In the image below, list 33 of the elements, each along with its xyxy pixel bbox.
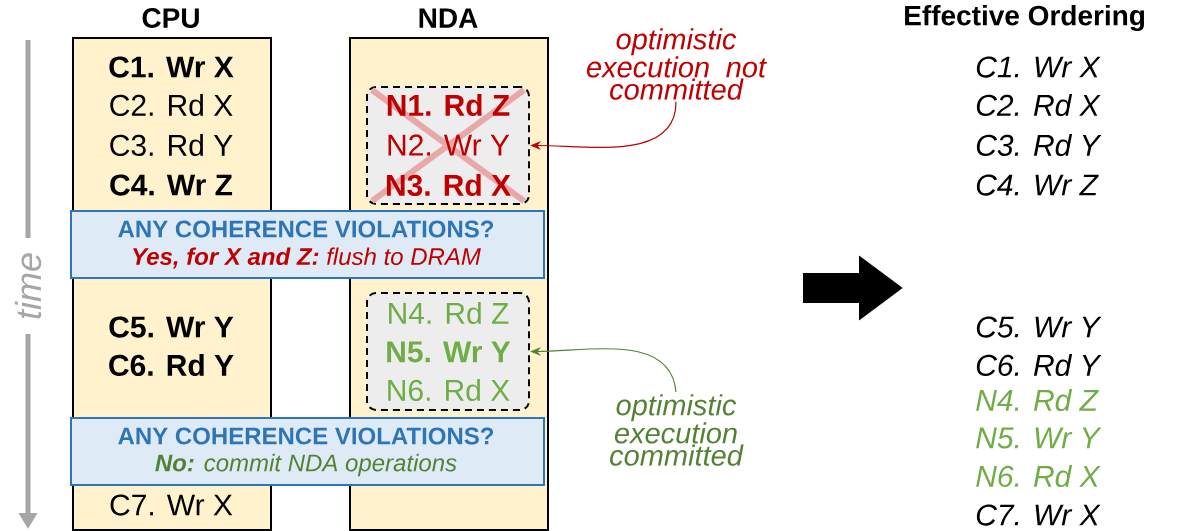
ordering-entry: C2. Rd X [976,94,1101,117]
band-note: No: commit NDA operations [155,453,457,477]
operation-label: C1. Wr X [109,56,234,78]
operation-label: C4. Wr Z [110,174,233,196]
operation-label: C3. Rd Y [110,134,233,157]
axis-label: time [14,253,42,319]
operation-label: N3. Rd X [386,173,511,197]
operation-label: N6. Rd X [388,379,510,402]
annotation-text: optimistic execution committed [610,394,744,466]
operation-label: C2. Rd X [110,94,233,117]
annotation-text: optimistic execution not committed [586,28,767,100]
ordering-entry: C5. Wr Y [976,316,1102,338]
ordering-entry: N4. Rd Z [976,389,1099,412]
band-heading: ANY COHERENCE VIOLATIONS? [118,220,494,238]
band-heading: ANY COHERENCE VIOLATIONS? [118,427,494,445]
column-heading: NDA [419,8,478,28]
operation-label: N4. Rd Z [389,302,509,325]
ordering-entry: C1. Wr X [976,56,1101,78]
ordering-entry: N6. Rd X [976,465,1101,488]
operation-label: N5. Wr Y [387,341,511,363]
operation-label: N1. Rd Z [387,94,510,117]
operation-label: C7. Wr X [110,494,233,516]
column-heading: Effective Ordering [905,4,1145,32]
ordering-entry: N5. Wr Y [976,427,1102,449]
ordering-entry: C4. Wr Z [976,174,1099,196]
ordering-entry: C3. Rd Y [976,134,1102,157]
operation-label: N2. Wr Y [388,134,510,156]
operation-label: C6. Rd Y [109,354,234,377]
operation-label: C5. Wr Y [109,316,234,338]
ordering-entry: C6. Rd Y [976,354,1102,377]
column-heading: CPU [142,8,199,28]
ordering-entry: C7. Wr X [976,504,1101,526]
band-note: Yes, for X and Z: flush to DRAM [133,247,481,269]
